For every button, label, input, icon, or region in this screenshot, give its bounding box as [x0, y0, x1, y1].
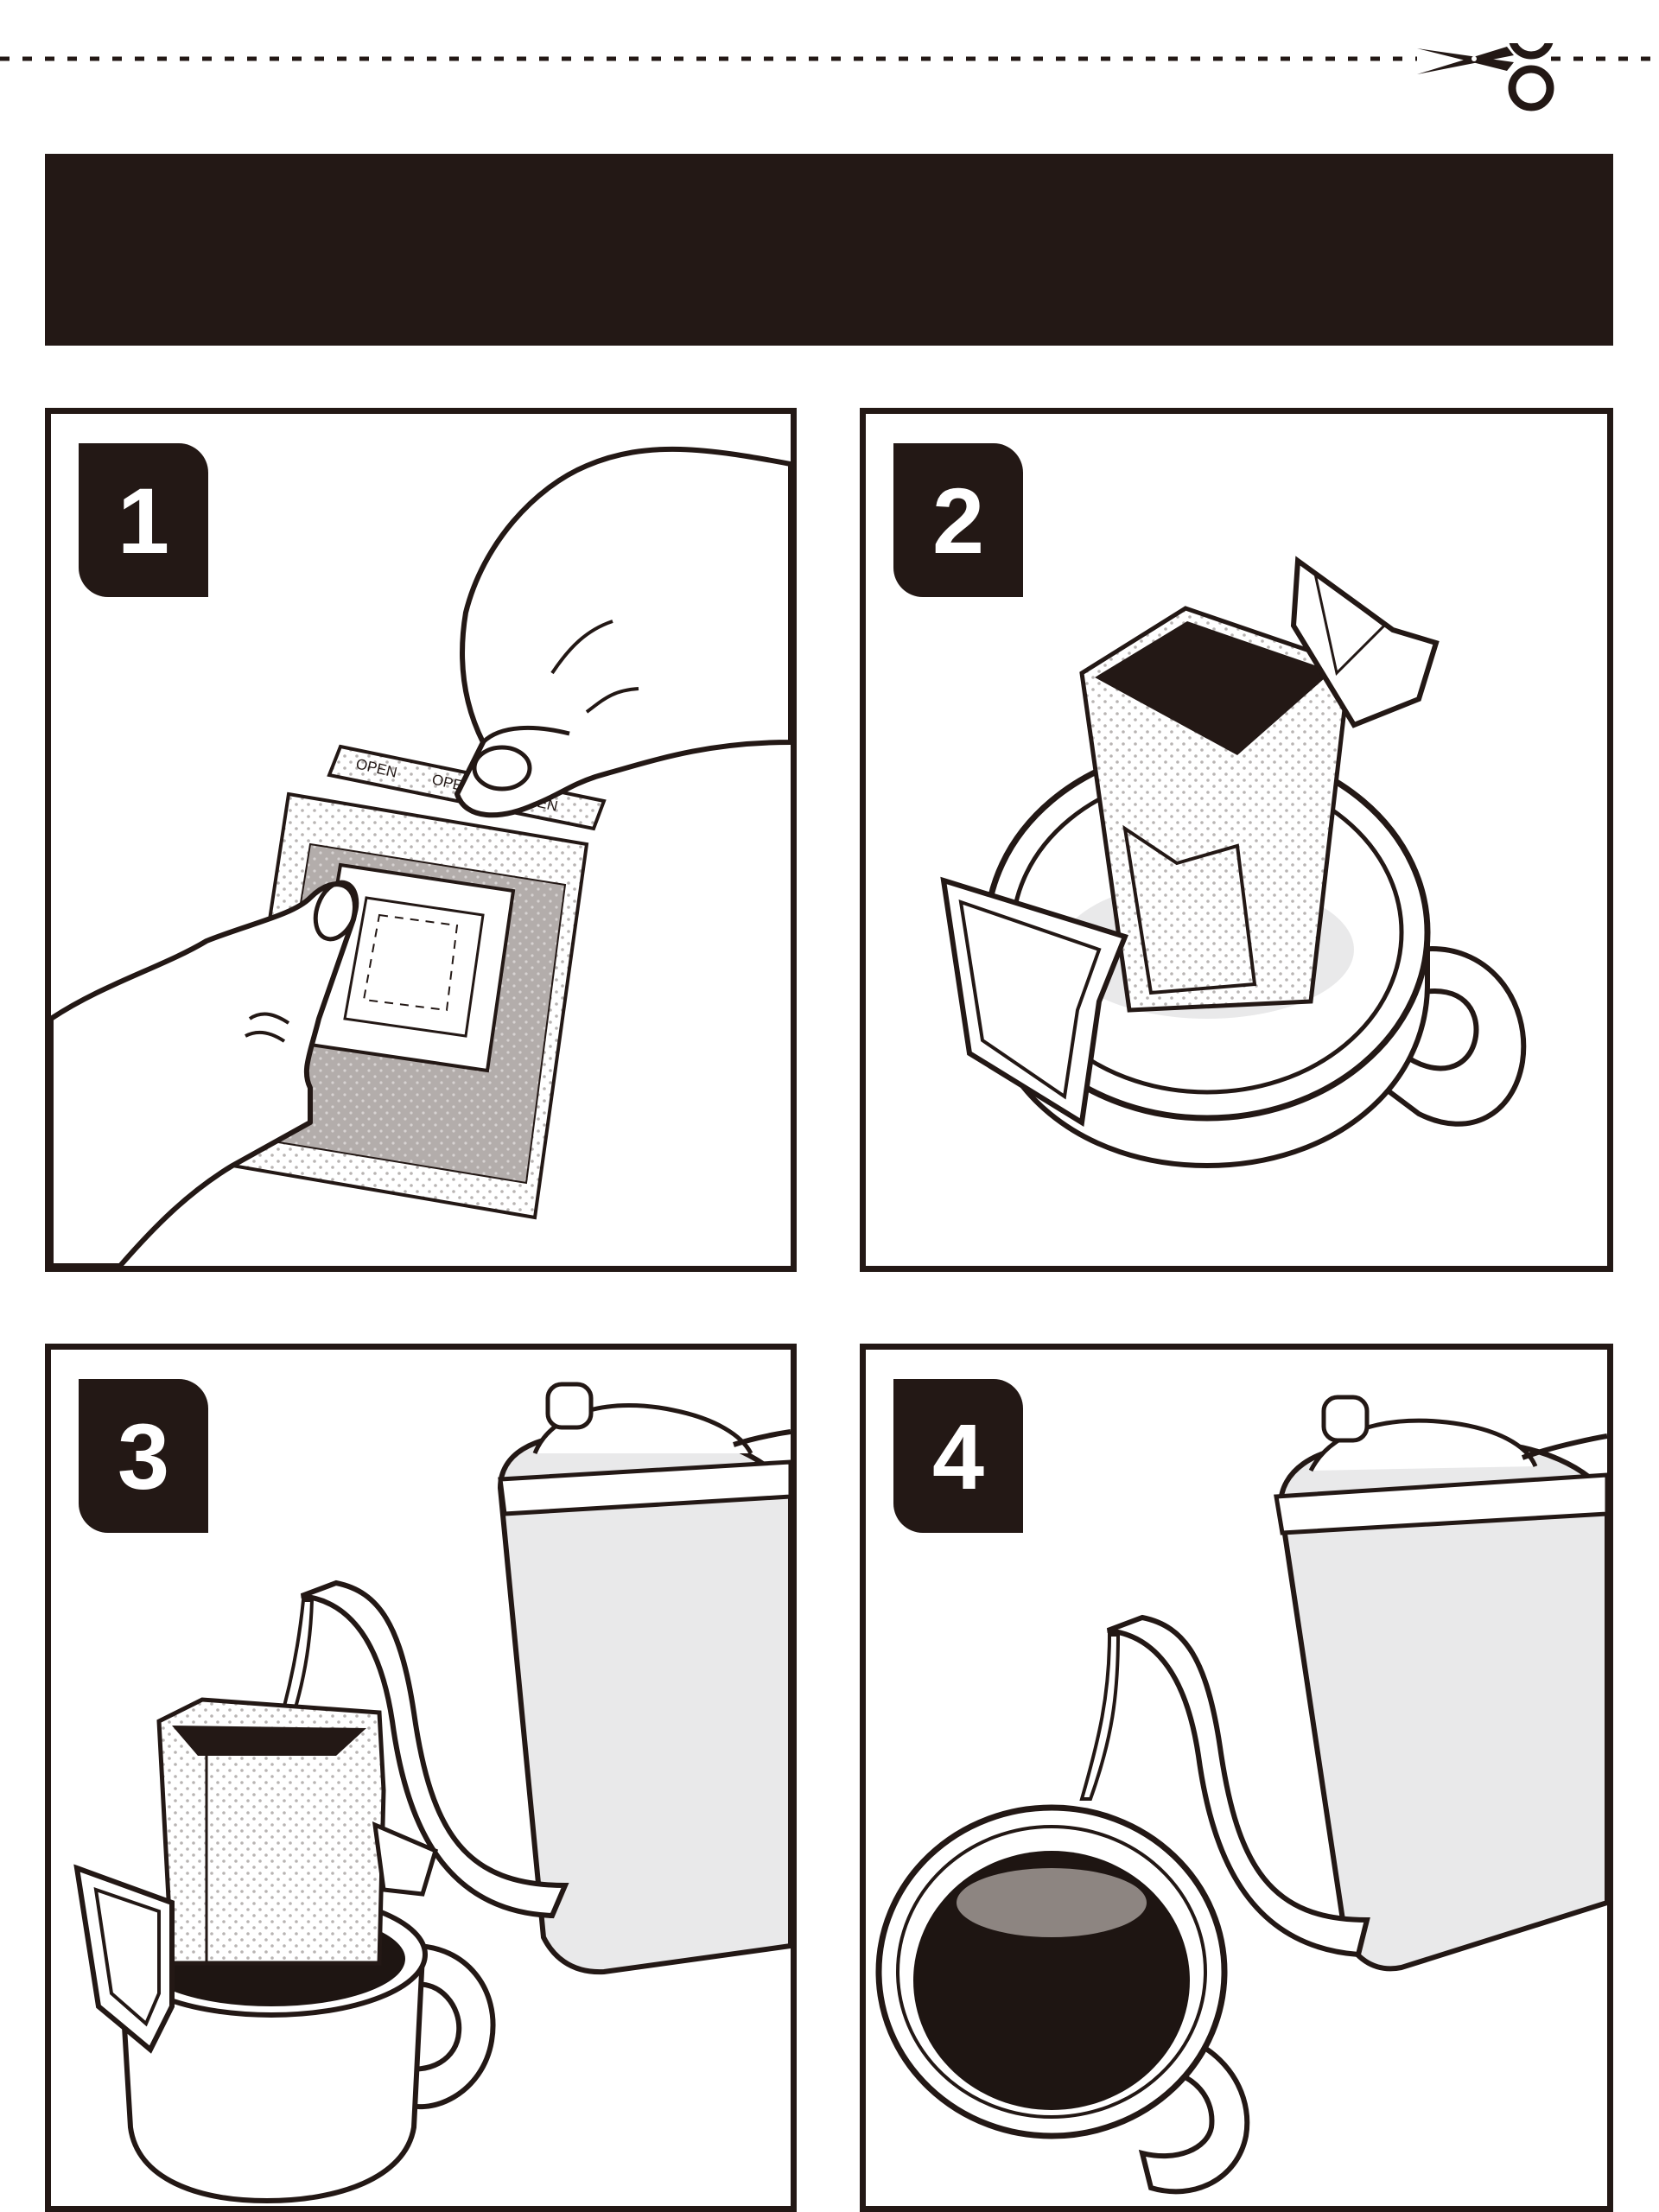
- step-number-4: 4: [893, 1379, 1023, 1533]
- step-panel-2: 2: [860, 408, 1613, 1272]
- hang-drip-bag-illustration: [940, 556, 1527, 1169]
- finished-coffee-illustration: [875, 1395, 1607, 2195]
- step-number-1: 1: [79, 443, 208, 597]
- step-number-3: 3: [79, 1379, 208, 1533]
- step-panel-1: OPEN OPEN OPEN 1: [45, 408, 797, 1272]
- step-panel-4: 4: [860, 1344, 1613, 2212]
- cut-line: [0, 43, 1659, 111]
- title-banner: [45, 154, 1613, 346]
- pour-water-illustration: [73, 1382, 791, 2204]
- step-number-2: 2: [893, 443, 1023, 597]
- scissors-icon: [1417, 43, 1554, 111]
- step-panel-3: 3: [45, 1344, 797, 2212]
- tear-open-packet-illustration: OPEN OPEN OPEN: [51, 446, 791, 1266]
